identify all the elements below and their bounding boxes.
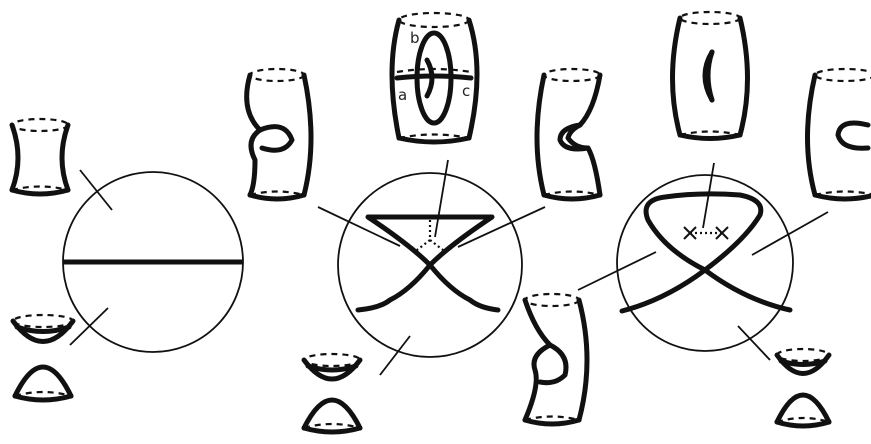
panel-2-pointer-left — [318, 207, 400, 246]
panel-3-caps-surface — [777, 349, 829, 426]
panel-2-pointer-top — [435, 160, 448, 237]
panel-3-pointer-right — [752, 212, 828, 255]
label-a: a — [398, 86, 407, 104]
panel-2-dotted-graph — [417, 220, 443, 250]
panel-3-top-surface — [673, 12, 748, 139]
panel-3-disk — [617, 175, 793, 351]
panel-2-left-surface — [247, 69, 311, 199]
label-b: b — [410, 29, 420, 47]
panel-2: b a c — [247, 13, 600, 432]
panel-2-pointer-bottom — [380, 336, 410, 375]
panel-3-cross-left — [684, 227, 696, 239]
panel-2-top-surface: b a c — [392, 13, 477, 142]
panel-1-pointer-bottom — [70, 308, 108, 345]
panel-2-caps-surface — [304, 354, 360, 432]
panel-1-tube-surface — [12, 119, 68, 194]
panel-2-right-surface — [537, 69, 600, 199]
panel-1 — [12, 119, 243, 400]
panel-2-pointer-right — [458, 207, 545, 247]
panel-1-caps-surface — [13, 315, 73, 400]
label-c: c — [462, 82, 470, 100]
panel-3-right-surface — [808, 69, 871, 199]
panel-3-left-surface — [525, 294, 587, 424]
panel-3-cross-right — [716, 227, 728, 239]
panel-3 — [525, 12, 871, 426]
